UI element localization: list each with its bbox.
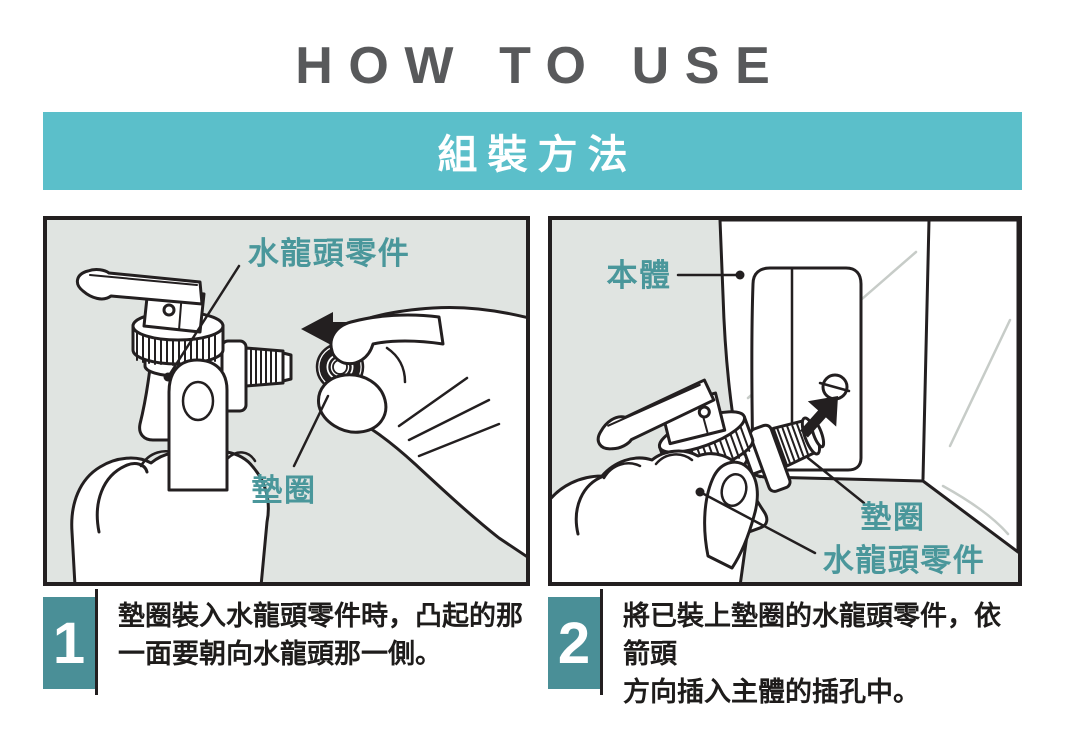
page-title: HOW TO USE: [295, 37, 786, 95]
faucet-collar-knurls: [136, 327, 216, 366]
illustration-panels: 水龍頭零件 墊圈: [43, 216, 1022, 586]
hand-left-fingernail: [181, 380, 215, 422]
step2-text: 將已裝上墊圈的水龍頭零件，依箭頭 方向插入主體的插孔中。: [623, 597, 1022, 711]
hand-left: [70, 358, 270, 582]
caption-divider: [600, 589, 603, 695]
hand-thumb-crease: [574, 474, 606, 536]
faucet-thread-lines: [250, 349, 277, 386]
leader-faucet-part-dot: [695, 487, 705, 497]
hand-right-thumb: [317, 373, 388, 434]
step1-panel: 水龍頭零件 墊圈: [43, 216, 530, 586]
instruction-sheet: HOW TO USE 組裝方法: [0, 36, 1065, 756]
faucet-thread-end: [281, 351, 293, 383]
faucet-handle-edge: [89, 274, 198, 286]
step1-text-line1: 墊圈裝入水龍頭零件時，凸起的那: [118, 601, 523, 631]
caption-divider: [95, 589, 98, 695]
hand-right: [315, 306, 526, 558]
label-faucet-part: 水龍頭零件: [823, 543, 986, 578]
section-banner-text: 組裝方法: [437, 133, 638, 177]
leader-gasket: [806, 456, 866, 505]
hand-left-thumb-crease: [95, 462, 149, 534]
step1-caption: 1 墊圈裝入水龍頭零件時，凸起的那 一面要朝向水龍頭那一側。: [43, 589, 530, 711]
arrow-up-right-icon: [800, 396, 838, 438]
step2-caption: 2 將已裝上墊圈的水龍頭零件，依箭頭 方向插入主體的插孔中。: [548, 589, 1022, 711]
step2-panel: 本體 墊圈 水龍頭零件: [548, 216, 1022, 586]
label-faucet-part: 水龍頭零件: [248, 236, 411, 271]
leader-faucet-part: [698, 490, 817, 555]
step2-text-line1: 將已裝上墊圈的水龍頭零件，依箭頭: [623, 601, 1001, 669]
faucet-thread-lines: [776, 423, 809, 464]
label-body: 本體: [607, 258, 672, 293]
step-captions: 1 墊圈裝入水龍頭零件時，凸起的那 一面要朝向水龍頭那一側。 2 將已裝上墊圈的…: [43, 589, 1022, 711]
hand-left-index-finger: [167, 358, 229, 492]
container-corner-edge: [921, 220, 931, 481]
label-gasket: 墊圈: [861, 500, 926, 535]
faucet-handle: [596, 378, 716, 451]
step1-number-badge: 1: [43, 597, 95, 689]
leader-body-dot: [735, 270, 745, 280]
step2-number-badge: 2: [548, 597, 600, 689]
hand-knuckles: [602, 453, 694, 480]
faucet-flange: [748, 423, 792, 493]
container-body: [718, 220, 1018, 554]
hand-fingernail: [720, 472, 748, 508]
step1-text-line2: 一面要朝向水龍頭那一側。: [118, 639, 442, 669]
hand-left: [552, 449, 759, 582]
hand-right-creases: [385, 346, 501, 458]
leader-faucet-part: [166, 264, 241, 379]
leader-gasket: [292, 394, 330, 468]
faucet-pivot: [162, 303, 176, 317]
faucet-pivot: [697, 405, 711, 419]
faucet-handle: [75, 268, 204, 306]
step1-text: 墊圈裝入水龍頭零件時，凸起的那 一面要朝向水龍頭那一側。: [118, 597, 523, 673]
hand-right-index-finger: [329, 313, 445, 366]
leader-faucet-part-dot: [163, 372, 173, 382]
step2-text-line2: 方向插入主體的插孔中。: [623, 677, 920, 707]
faucet-illustration: [75, 268, 293, 442]
step2-illustration: 本體 墊圈 水龍頭零件: [552, 220, 1018, 582]
faucet-handle-edge: [607, 383, 701, 427]
step1-illustration: 水龍頭零件 墊圈: [70, 236, 526, 582]
section-banner: 組裝方法: [43, 112, 1022, 190]
label-gasket: 墊圈: [252, 473, 317, 508]
insert-hole-line: [818, 381, 851, 393]
